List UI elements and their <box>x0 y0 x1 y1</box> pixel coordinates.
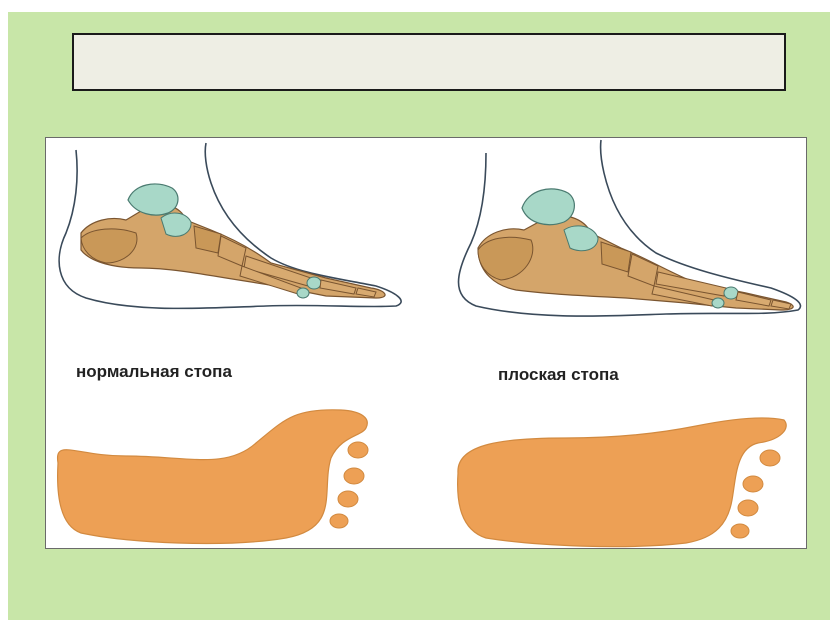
title-box <box>72 33 786 91</box>
feet-illustration-svg <box>46 138 807 549</box>
feet-illustration: нормальная стопа плоская стопа <box>45 137 807 549</box>
normal-footprint <box>58 410 368 544</box>
normal-foot-skeleton <box>59 143 401 308</box>
flat-foot-skeleton <box>459 140 801 316</box>
flat-foot-caption: плоская стопа <box>498 365 619 385</box>
slide: нормальная стопа плоская стопа <box>8 12 830 620</box>
flat-footprint <box>458 418 787 547</box>
normal-foot-caption: нормальная стопа <box>76 362 232 382</box>
